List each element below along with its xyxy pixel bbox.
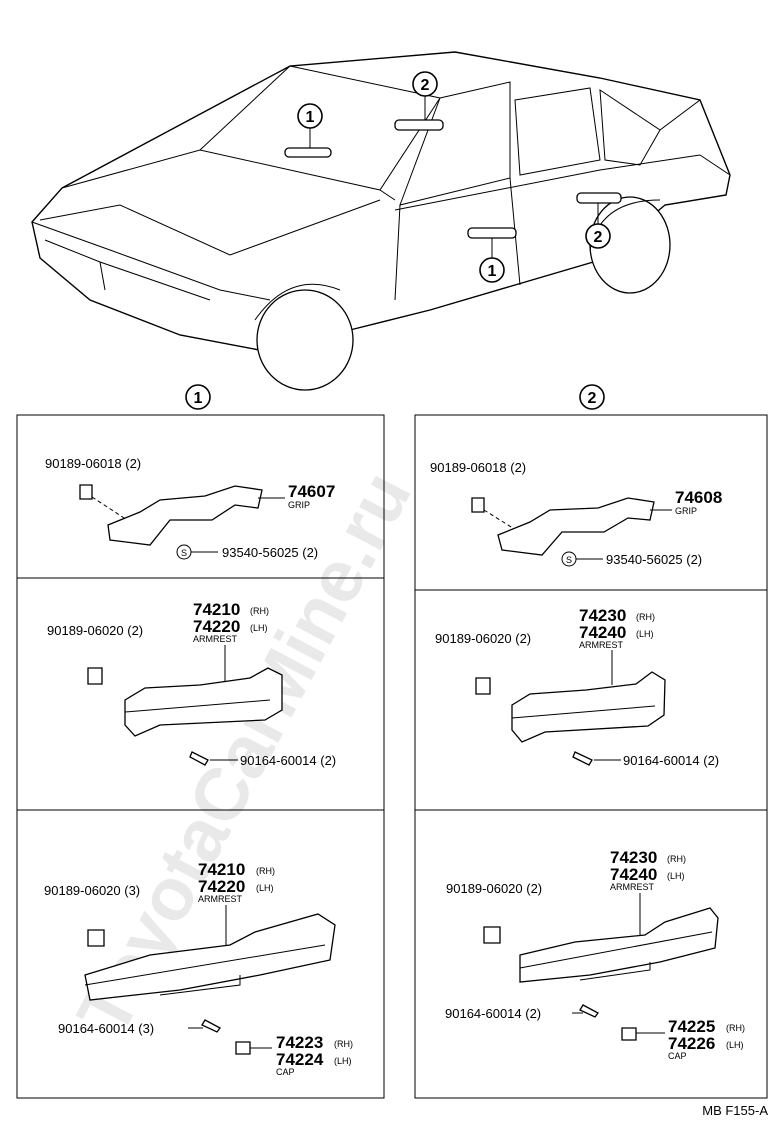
clip-icon: [483, 926, 501, 944]
grip-part-name: GRIP: [675, 506, 697, 516]
grip-part-number: 74608: [675, 488, 722, 507]
section-label-text: 2: [588, 390, 597, 407]
lh-tag: (LH): [256, 883, 274, 893]
cap-lh-part-number: 74226: [668, 1034, 715, 1053]
section-2-panel: [414, 414, 768, 1099]
armrest-lh-part-number: 74220: [193, 617, 240, 636]
cap-rh-part-number: 74225: [668, 1017, 715, 1036]
lh-tag: (LH): [726, 1040, 744, 1050]
lh-tag: (LH): [667, 871, 685, 881]
section-1-label: 1: [185, 384, 211, 410]
rh-tag: (RH): [636, 612, 655, 622]
clip-part-number: 90189-06020 (3): [44, 883, 140, 898]
armrest-icon: [84, 913, 336, 1001]
clip-part-number: 90189-06018 (2): [430, 460, 526, 475]
grip-icon: [497, 497, 655, 556]
armrest-name: ARMREST: [579, 640, 624, 650]
armrest-rh-part-number: 74210: [198, 860, 245, 879]
lh-tag: (LH): [636, 629, 654, 639]
armrest-rh-part-number: 74230: [579, 606, 626, 625]
cap-name: CAP: [668, 1051, 687, 1061]
rh-tag: (RH): [667, 854, 686, 864]
grip-part-number: 74607: [288, 482, 335, 501]
section-2-armrest-b-group: 90189-06020 (2) 74230 (RH) 74240 (LH) AR…: [445, 848, 745, 1061]
armrest-icon: [124, 667, 283, 737]
armrest-lh-part-number: 74220: [198, 877, 245, 896]
cap-lh-part-number: 74224: [276, 1050, 324, 1069]
screw-icon: [572, 751, 593, 766]
section-1-grip-group: 90189-06018 (2) 74607 GRIP S 93540-56025…: [45, 456, 335, 560]
cap-rh-part-number: 74223: [276, 1033, 323, 1052]
section-2-label: 2: [579, 384, 605, 410]
rh-tag: (RH): [256, 866, 275, 876]
callout-1-top: 1: [297, 103, 323, 129]
screw-symbol: S: [181, 548, 187, 558]
section-1-armrest-a-group: 90189-06020 (2) 74210 (RH) 74220 (LH) AR…: [47, 600, 336, 768]
armrest-icon: [511, 671, 666, 743]
lh-tag: (LH): [334, 1056, 352, 1066]
section-1-panel: [16, 414, 385, 1099]
section-label-text: 1: [194, 390, 203, 407]
screw-icon: [579, 1004, 599, 1018]
clip-part-number: 90189-06020 (2): [446, 881, 542, 896]
armrest-name: ARMREST: [198, 894, 243, 904]
section-2-armrest-a-group: 90189-06020 (2) 74230 (RH) 74240 (LH) AR…: [435, 606, 719, 768]
callout-1-door: 1: [479, 257, 505, 283]
clip-icon: [87, 667, 103, 685]
armrest-rh-part-number: 74210: [193, 600, 240, 619]
screw-icon: [189, 751, 209, 766]
clip-icon: [79, 484, 93, 500]
screw-symbol: S: [566, 555, 572, 565]
callout-label: 1: [488, 263, 497, 280]
armrest-lh-part-number: 74240: [610, 865, 657, 884]
car-illustration: [31, 51, 731, 391]
clip-icon: [471, 497, 485, 513]
armrest-icon: [519, 907, 719, 983]
screw-icon: [201, 1019, 221, 1033]
rh-tag: (RH): [334, 1039, 353, 1049]
armrest-name: ARMREST: [610, 882, 655, 892]
screw-part-number: 93540-56025 (2): [222, 545, 318, 560]
clip-part-number: 90189-06018 (2): [45, 456, 141, 471]
rh-tag: (RH): [726, 1023, 745, 1033]
clip-part-number: 90189-06020 (2): [435, 631, 531, 646]
armrest-lh-part-number: 74240: [579, 623, 626, 642]
armrest-rh-part-number: 74230: [610, 848, 657, 867]
screw-part-number: 90164-60014 (3): [58, 1021, 154, 1036]
screw-part-number: 90164-60014 (2): [240, 753, 336, 768]
screw-part-number: 90164-60014 (2): [623, 753, 719, 768]
screw-part-number: 90164-60014 (2): [445, 1006, 541, 1021]
cap-icon: [235, 1041, 251, 1055]
screw-part-number: 93540-56025 (2): [606, 552, 702, 567]
cap-icon: [621, 1027, 637, 1041]
callout-label: 2: [421, 77, 430, 94]
grip-icon: [107, 485, 263, 546]
clip-icon: [475, 677, 491, 695]
callout-label: 1: [306, 109, 315, 126]
lh-tag: (LH): [250, 623, 268, 633]
section-1-armrest-b-group: 90189-06020 (3) 74210 (RH) 74220 (LH) AR…: [44, 860, 353, 1077]
callout-2-door: 2: [585, 223, 611, 249]
diagram-code: MB F155-A: [702, 1103, 768, 1118]
section-2-grip-group: 90189-06018 (2) 74608 GRIP S 93540-56025…: [430, 460, 722, 567]
clip-part-number: 90189-06020 (2): [47, 623, 143, 638]
rh-tag: (RH): [250, 606, 269, 616]
cap-name: CAP: [276, 1067, 295, 1077]
callout-2-top: 2: [412, 71, 438, 97]
grip-part-name: GRIP: [288, 500, 310, 510]
clip-icon: [87, 929, 105, 947]
callout-label: 2: [594, 229, 603, 246]
armrest-name: ARMREST: [193, 634, 238, 644]
